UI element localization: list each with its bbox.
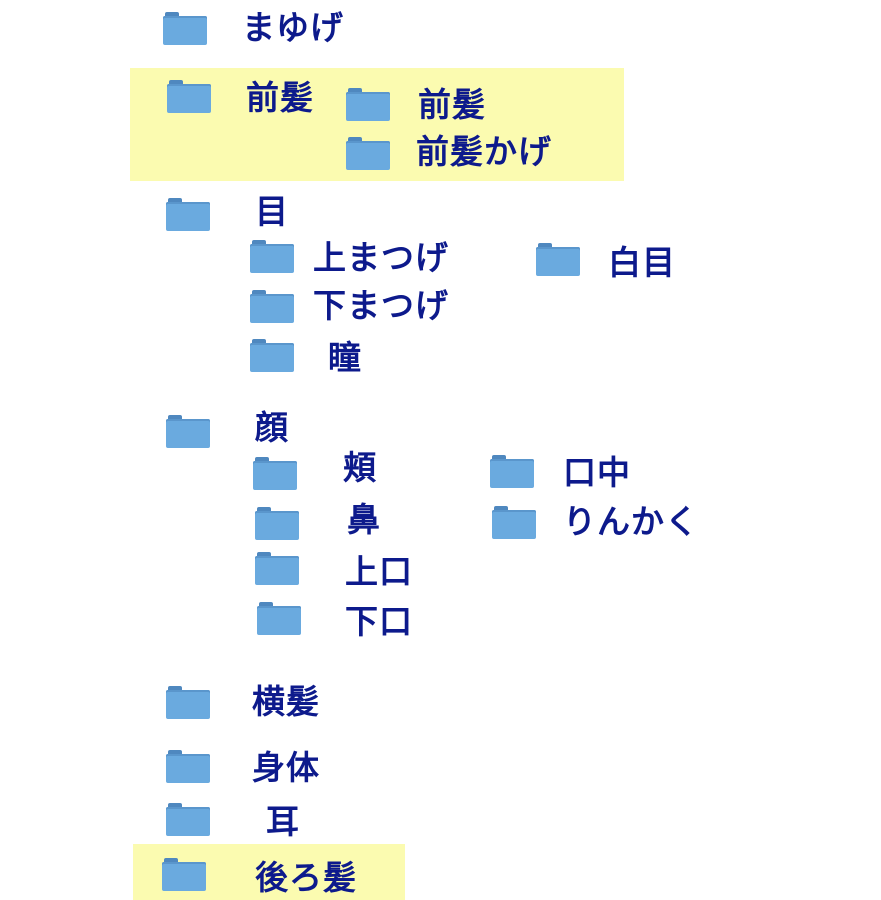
folder-label-me-child-uematsuge: 上まつげ (313, 238, 449, 277)
folder-icon-kao-child-hana[interactable] (255, 507, 299, 540)
folder-label-yokogami: 横髪 (252, 682, 320, 721)
folder-label-kao-child-hana: 鼻 (347, 500, 381, 539)
folder-label-mimi: 耳 (266, 802, 300, 841)
folder-label-me-child-shirome: 白目 (608, 243, 676, 282)
folder-icon-ushirogami[interactable] (162, 858, 206, 891)
folder-label-kao-child-kouchu: 口中 (563, 453, 631, 492)
folder-icon-kao-child-kouchu[interactable] (490, 455, 534, 488)
folder-icon-me-child-hitomi[interactable] (250, 339, 294, 372)
folder-label-kao-child-uekuchi: 上口 (345, 552, 413, 591)
folder-icon-me-child-shirome[interactable] (536, 243, 580, 276)
folder-label-kao-child-rinkaku: りんかく (563, 502, 699, 541)
folder-label-maegami-child-maegami: 前髪 (418, 85, 486, 124)
folder-icon-kao-child-uekuchi[interactable] (255, 552, 299, 585)
folder-icon-kao-child-hoho[interactable] (253, 457, 297, 490)
folder-label-shintai: 身体 (252, 748, 320, 787)
folder-icon-yokogami[interactable] (166, 686, 210, 719)
folder-label-mayuge: まゆげ (242, 8, 344, 47)
folder-label-kao-child-shitakuchi: 下口 (345, 602, 413, 641)
folder-label-maegami: 前髪 (246, 78, 314, 117)
folder-label-maegami-child-maegamikage: 前髪かげ (416, 132, 552, 171)
folder-icon-me[interactable] (166, 198, 210, 231)
folder-icon-kao[interactable] (166, 415, 210, 448)
folder-label-kao-child-hoho: 頬 (343, 448, 377, 487)
folder-label-me: 目 (255, 192, 289, 231)
folder-icon-maegami-child-maegamikage[interactable] (346, 137, 390, 170)
folder-label-ushirogami: 後ろ髪 (255, 858, 357, 897)
folder-label-me-child-shitamatsuge: 下まつげ (313, 286, 449, 325)
folder-icon-kao-child-shitakuchi[interactable] (257, 602, 301, 635)
folder-icon-me-child-uematsuge[interactable] (250, 240, 294, 273)
folder-icon-mimi[interactable] (166, 803, 210, 836)
folder-icon-mayuge[interactable] (163, 12, 207, 45)
folder-icon-me-child-shitamatsuge[interactable] (250, 290, 294, 323)
folder-label-me-child-hitomi: 瞳 (328, 338, 362, 377)
folder-icon-maegami-child-maegami[interactable] (346, 88, 390, 121)
folder-icon-kao-child-rinkaku[interactable] (492, 506, 536, 539)
folder-label-kao: 顔 (255, 408, 289, 447)
folder-icon-shintai[interactable] (166, 750, 210, 783)
folder-icon-maegami[interactable] (167, 80, 211, 113)
